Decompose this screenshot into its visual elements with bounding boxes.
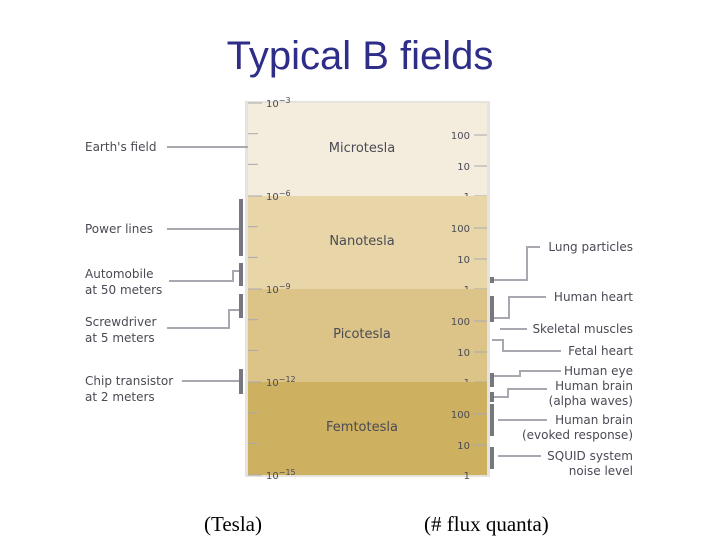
caption-flux-quanta: (# flux quanta) <box>424 512 549 536</box>
band-nanotesla <box>248 196 487 289</box>
exponent-label-bottom: 10−15 <box>266 468 296 482</box>
band-label-microtesla: Microtesla <box>329 141 395 156</box>
band-label-nanotesla: Nanotesla <box>329 234 394 249</box>
right-source-label: Lung particles <box>548 240 633 254</box>
right-source-connector <box>492 339 561 352</box>
right-source-label: SQUID system <box>547 449 633 463</box>
flux-tick-label: 1 <box>464 471 470 482</box>
right-source-label: Skeletal muscles <box>532 322 633 336</box>
exponent-superscript: −3 <box>279 96 291 105</box>
right-source-label: (alpha waves) <box>549 394 633 408</box>
band-femtotesla <box>248 382 487 475</box>
left-range-bar <box>239 263 243 286</box>
right-source-label: (evoked response) <box>522 428 633 442</box>
flux-tick-label: 100 <box>451 317 470 328</box>
left-source-label: Power lines <box>85 222 153 236</box>
right-range-bar <box>490 373 494 387</box>
left-source-label: Automobile <box>85 267 154 281</box>
right-range-bar <box>490 392 494 402</box>
right-source-connector <box>492 296 546 319</box>
right-source-connector <box>492 246 540 281</box>
right-range-bar <box>490 296 494 322</box>
right-source-label: Human brain <box>555 413 633 427</box>
right-source-label: noise level <box>569 464 633 478</box>
left-source-label: Screwdriver <box>85 315 156 329</box>
band-label-femtotesla: Femtotesla <box>326 420 398 435</box>
exponent-superscript: −12 <box>279 375 296 384</box>
right-range-bar <box>490 404 494 436</box>
flux-tick-label: 10 <box>457 162 470 173</box>
flux-tick-label: 10 <box>457 441 470 452</box>
exponent-superscript: −15 <box>279 468 296 477</box>
slide-title: Typical B fields <box>226 34 494 78</box>
left-source-label: at 2 meters <box>85 390 155 404</box>
right-range-bar <box>490 447 494 469</box>
flux-tick-label: 100 <box>451 224 470 235</box>
exponent-superscript: −9 <box>279 282 291 291</box>
left-source-label: Chip transistor <box>85 374 173 388</box>
band-microtesla <box>248 103 487 196</box>
exponent-superscript: −6 <box>279 189 291 198</box>
right-range-bar <box>490 277 494 283</box>
caption-tesla: (Tesla) <box>204 512 262 536</box>
left-source-label: at 50 meters <box>85 283 162 297</box>
left-source-label: at 5 meters <box>85 331 155 345</box>
band-picotesla <box>248 289 487 382</box>
left-source-connector <box>167 309 241 329</box>
right-source-connector <box>492 388 547 398</box>
flux-tick-label: 100 <box>451 131 470 142</box>
left-range-bar <box>239 369 243 394</box>
right-source-label: Fetal heart <box>568 344 633 358</box>
left-range-bar <box>239 199 243 256</box>
right-source-connector <box>492 370 561 377</box>
left-source-connector <box>169 270 241 282</box>
flux-tick-label: 10 <box>457 255 470 266</box>
right-source-label: Human eye <box>564 364 633 378</box>
right-source-label: Human brain <box>555 379 633 393</box>
right-source-label: Human heart <box>554 290 633 304</box>
flux-tick-label: 100 <box>451 410 470 421</box>
band-label-picotesla: Picotesla <box>333 327 391 342</box>
left-range-bar <box>239 294 243 318</box>
left-source-label: Earth's field <box>85 140 156 154</box>
flux-tick-label: 10 <box>457 348 470 359</box>
